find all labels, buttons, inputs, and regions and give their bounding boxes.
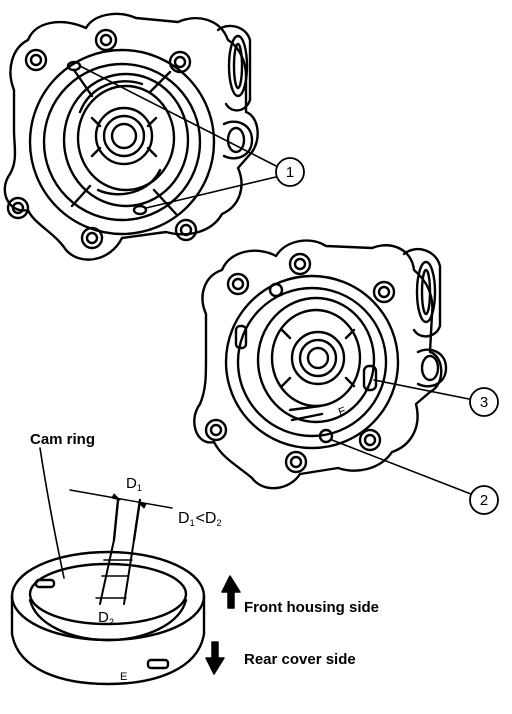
callout-2-circle xyxy=(469,485,499,515)
callout-3: 3 xyxy=(480,394,488,411)
d1-label: D1 xyxy=(126,475,142,493)
gauge-rod xyxy=(99,498,142,605)
callout-1: 1 xyxy=(286,164,294,181)
rear-cover-pump xyxy=(193,239,448,490)
pin-rear-top xyxy=(268,282,284,298)
rear-cover-outline xyxy=(193,239,443,490)
callout-2: 2 xyxy=(480,492,488,509)
front-housing-outline xyxy=(3,12,259,261)
pin-rear-bottom xyxy=(318,428,334,444)
pin-bottom xyxy=(132,204,148,216)
bolt-holes-rear xyxy=(204,252,396,474)
cam-slot-3 xyxy=(362,364,378,392)
d-relation: D1<D2 xyxy=(178,510,222,528)
callout-3-circle xyxy=(469,387,499,417)
pump-e-mark: E xyxy=(337,405,348,419)
down-arrow-icon xyxy=(205,641,225,675)
cam-ring-title: Cam ring xyxy=(30,431,95,448)
front-housing-pump xyxy=(3,12,259,261)
rear-cover-side-label: Rear cover side xyxy=(244,651,356,668)
cam-ring-e-mark: E xyxy=(120,671,127,683)
d2-label: D2 xyxy=(98,609,114,627)
front-housing-side-label: Front housing side xyxy=(244,599,379,616)
callout-1-circle xyxy=(275,157,305,187)
up-arrow-icon xyxy=(221,575,241,609)
